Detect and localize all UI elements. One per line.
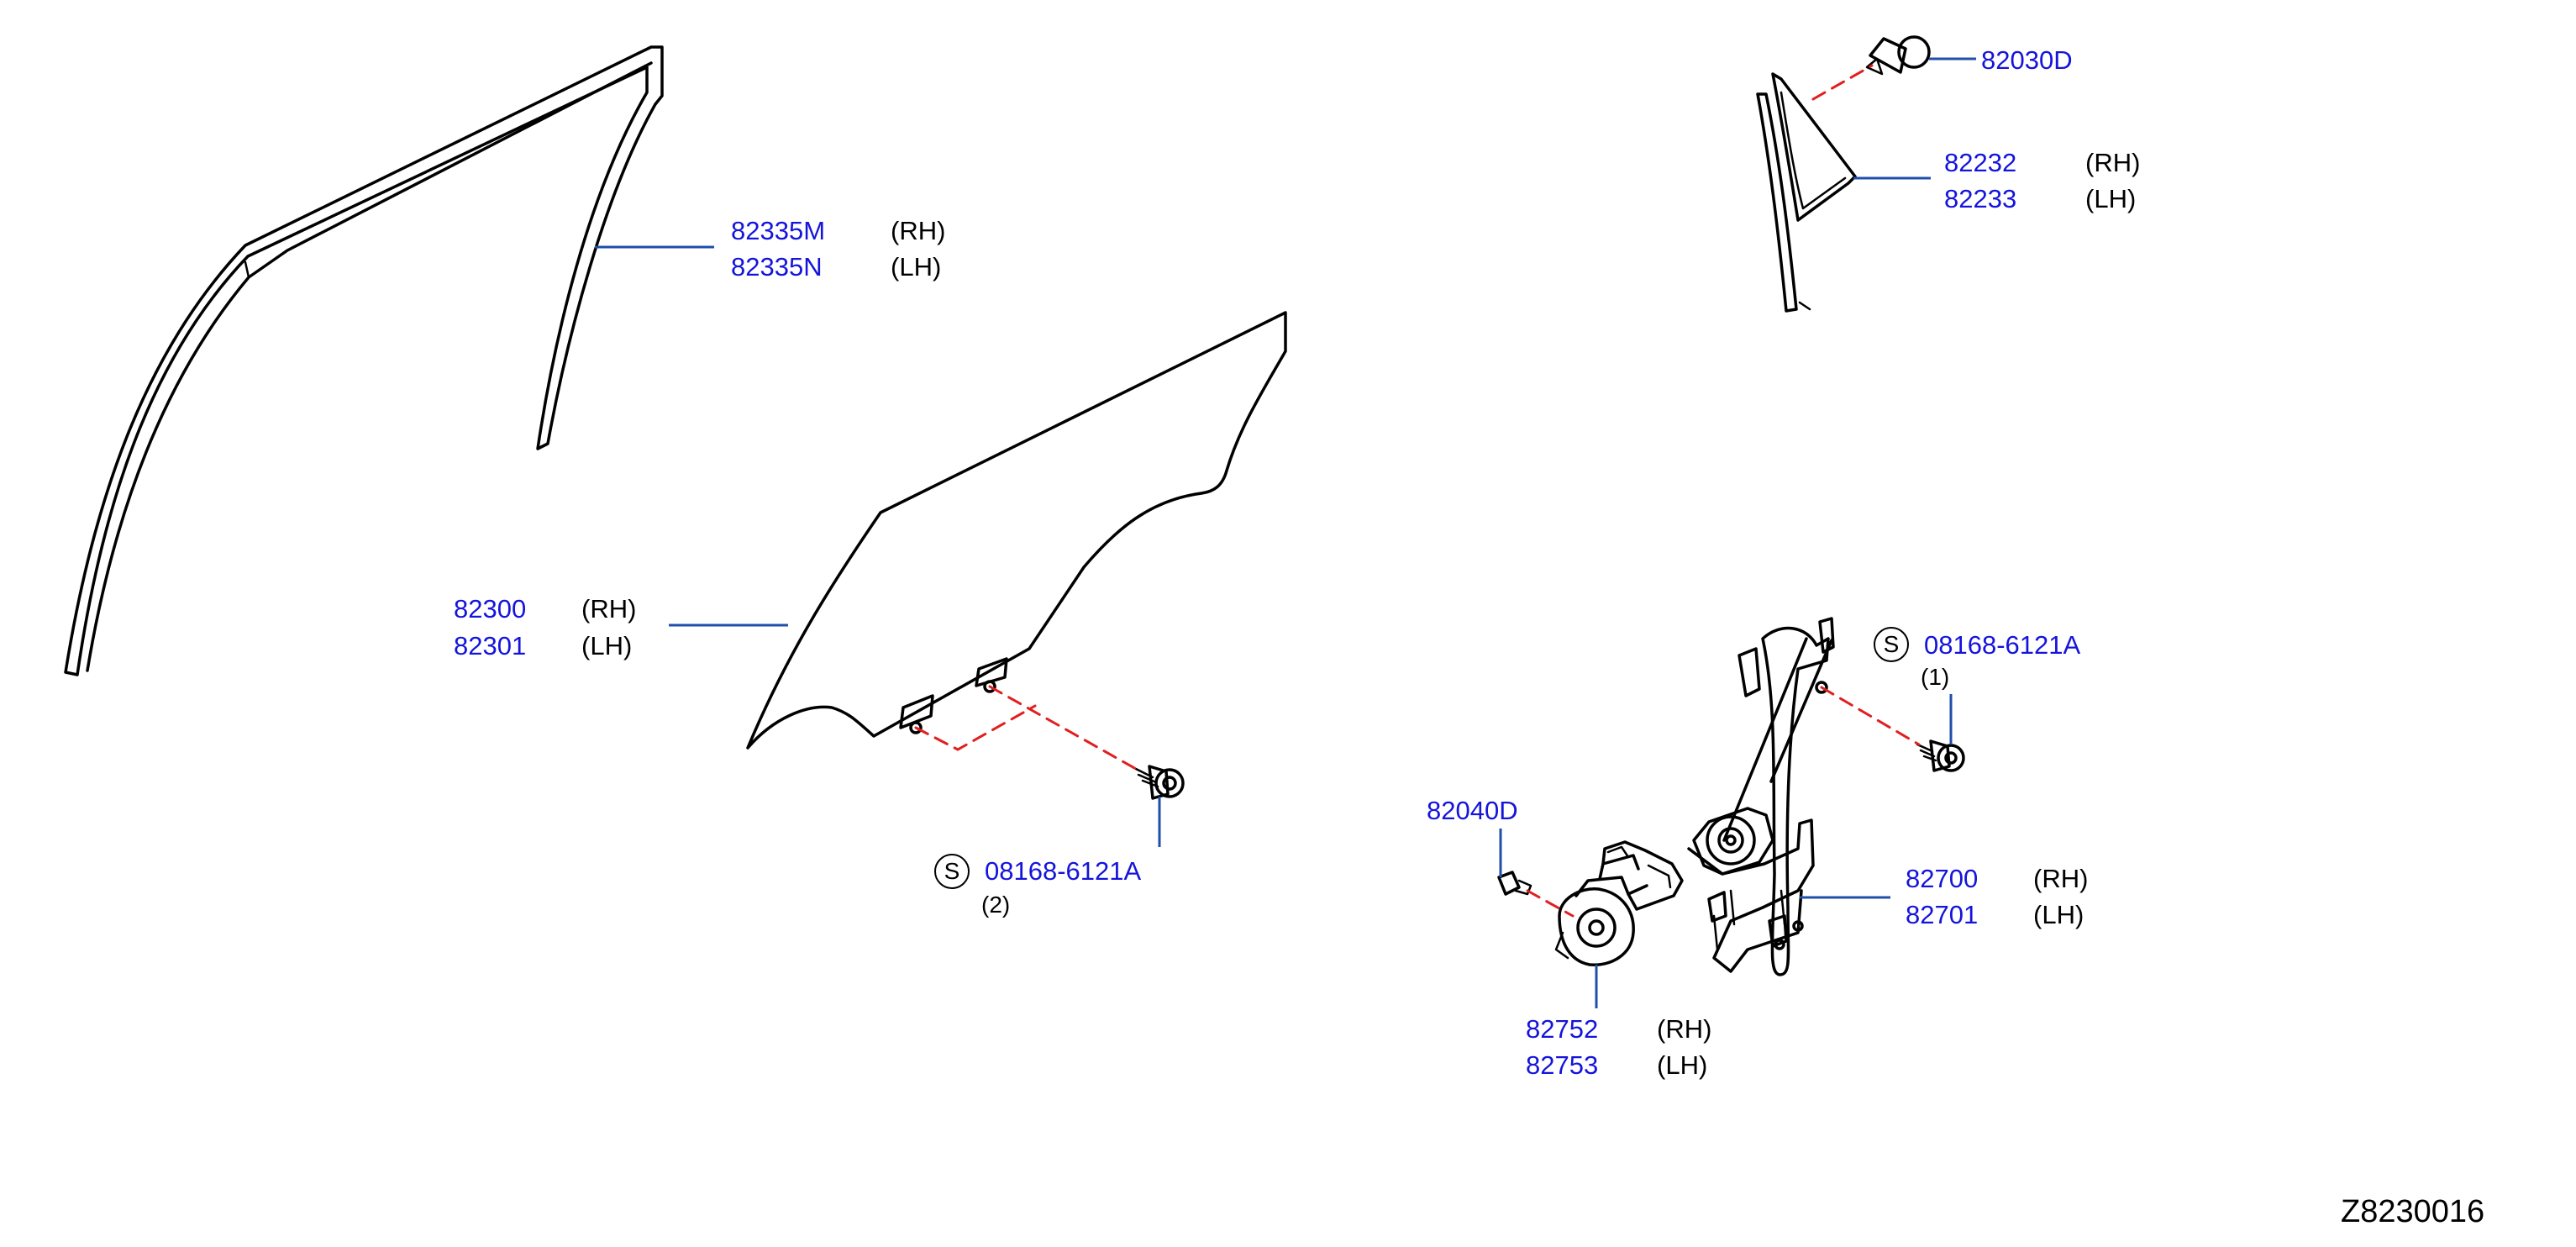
window-regulator-part[interactable]: [1687, 617, 1835, 976]
regulator-rh-side: (RH): [2033, 864, 2089, 893]
corner-sash-lh-side: (LH): [2085, 184, 2137, 213]
sash-seal-rh-side: (RH): [891, 216, 946, 245]
door-glass-lh-part-number[interactable]: 82301: [454, 631, 527, 660]
diagram-reference-id: Z8230016: [2341, 1194, 2485, 1229]
motor-lh-part-number[interactable]: 82753: [1526, 1050, 1599, 1080]
corner-sash-part[interactable]: [1756, 72, 1857, 313]
sash-seal-rh-part-number[interactable]: 82335M: [731, 216, 826, 245]
door-glass-rh-side: (RH): [581, 594, 637, 624]
regulator-bolt-quantity: (1): [1921, 664, 1950, 690]
motor-rh-side: (RH): [1657, 1014, 1712, 1044]
glass-bolt-part[interactable]: [1134, 765, 1185, 800]
clip-part[interactable]: [1865, 35, 1931, 76]
window-motor-part[interactable]: [1554, 840, 1684, 966]
glass-bracket-front: [899, 694, 934, 729]
regulator-rh-part-number[interactable]: 82700: [1906, 864, 1979, 893]
sash-seal-lh-side: (LH): [891, 252, 942, 281]
motor-screw-part-number[interactable]: 82040D: [1427, 796, 1518, 825]
motor-rh-part-number[interactable]: 82752: [1526, 1014, 1599, 1044]
corner-sash-rh-side: (RH): [2085, 148, 2141, 177]
corner-sash-rh-part-number[interactable]: 82232: [1944, 148, 2017, 177]
motor-lh-side: (LH): [1657, 1050, 1708, 1080]
motor-screw-part[interactable]: [1497, 871, 1532, 896]
glass-bolt-part-number[interactable]: 08168-6121A: [985, 856, 1142, 886]
leader-lines: [595, 57, 1976, 1008]
sash-seal-part[interactable]: [64, 45, 664, 676]
glass-bolt-quantity: (2): [981, 892, 1011, 918]
glass-bolt-standard-symbol: S: [934, 854, 970, 889]
glass-bracket-rear: [975, 657, 1008, 687]
corner-sash-lh-part-number[interactable]: 82233: [1944, 184, 2017, 213]
clip-part-number[interactable]: 82030D: [1981, 45, 2073, 75]
regulator-bolt-part[interactable]: [1916, 739, 1965, 772]
door-glass-rh-part-number[interactable]: 82300: [454, 594, 527, 624]
door-glass-lh-side: (LH): [581, 631, 633, 660]
regulator-bolt-part-number[interactable]: 08168-6121A: [1924, 630, 2081, 660]
regulator-lh-part-number[interactable]: 82701: [1906, 900, 1979, 929]
door-glass-part[interactable]: [746, 311, 1287, 750]
sash-seal-lh-part-number[interactable]: 82335N: [731, 252, 823, 281]
regulator-lh-side: (LH): [2033, 900, 2084, 929]
regulator-bolt-standard-symbol: S: [1874, 627, 1909, 662]
assembly-links: [914, 64, 1921, 918]
